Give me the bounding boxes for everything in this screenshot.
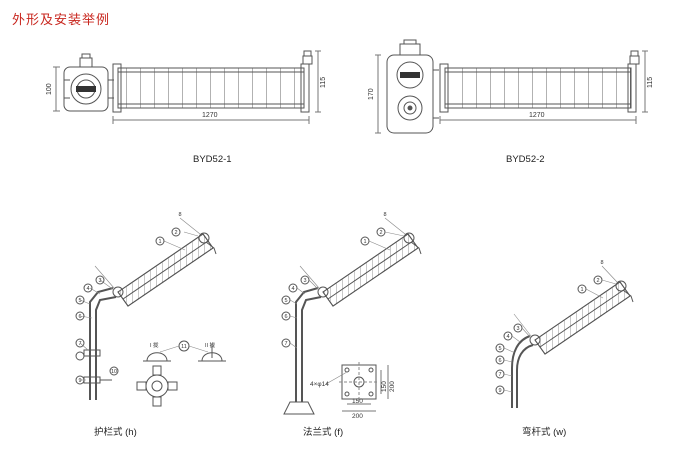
h-part-9: 9 [78,378,81,384]
h-detail-11: 11 [181,344,187,350]
f-part-8: 8 [383,212,386,218]
byd52-2-dim-length: 1270 [529,112,545,119]
h-detail-label-b: II 拢 [205,341,216,349]
f-part-4: 4 [291,286,294,292]
f-part-2: 2 [379,230,382,236]
h-part-5: 5 [78,298,81,304]
h-part-8: 8 [178,212,181,218]
mount-w-lamp [529,280,631,355]
w-part-2: 2 [596,278,599,284]
h-part-7: 7 [78,341,81,347]
h-part-6: 6 [78,314,81,320]
page-title: 外形及安装举例 [12,13,111,28]
w-part-4: 4 [506,334,509,340]
byd52-2-dim-height: 170 [368,88,375,100]
byd52-2-side-view [386,39,439,134]
mount-label-f: 法兰式 (f) [303,427,344,438]
byd52-1-lamp-body [112,50,313,113]
mount-f-flange-detail [325,362,389,412]
f-part-3: 3 [303,278,306,284]
mount-label-w: 弯杆式 (w) [522,427,567,438]
byd52-1-dim-height: 100 [46,83,53,95]
mount-label-h: 护栏式 (h) [94,427,137,438]
h-part-4: 4 [86,286,89,292]
w-part-7: 7 [498,372,501,378]
mount-h-clamp-detail [136,340,226,407]
h-part-3: 3 [98,278,101,284]
w-part-8: 8 [600,260,603,266]
w-part-3: 3 [516,326,519,332]
mount-h-lamp [112,232,214,307]
mount-f-drawing [281,217,422,415]
mount-f-dim-200-v: 200 [389,381,396,392]
byd52-2-drawing [375,39,648,134]
w-part-9: 9 [498,388,501,394]
mount-f-dim-150-v: 150 [381,381,388,392]
w-part-5: 5 [498,346,501,352]
f-part-1: 1 [363,239,366,245]
byd52-1-dim-length: 1270 [202,112,218,119]
figure-label-byd52-1: BYD52-1 [193,154,232,165]
mount-f-lamp [317,232,419,307]
f-part-6: 6 [284,314,287,320]
h-part-1: 1 [158,239,161,245]
mount-h-drawing [75,217,226,407]
byd52-1-dim-cap: 115 [320,77,327,88]
f-part-7: 7 [284,341,287,347]
figure-label-byd52-2: BYD52-2 [506,154,545,165]
h-part-10: 10 [111,369,117,375]
w-part-6: 6 [498,358,501,364]
byd52-1-side-view [63,53,114,112]
mount-w-drawing [495,265,634,408]
mount-f-dim-200-h: 200 [352,413,363,420]
byd52-2-lamp-body [439,50,640,113]
w-part-1: 1 [580,287,583,293]
byd52-1-drawing [53,50,321,124]
mount-f-holes: 4×φ14 [310,381,329,388]
f-part-5: 5 [284,298,287,304]
byd52-2-dim-cap: 115 [647,77,654,88]
mount-f-dim-150-h: 150 [352,398,363,405]
h-part-2: 2 [174,230,177,236]
h-detail-label-a: I 拢 [150,341,159,349]
